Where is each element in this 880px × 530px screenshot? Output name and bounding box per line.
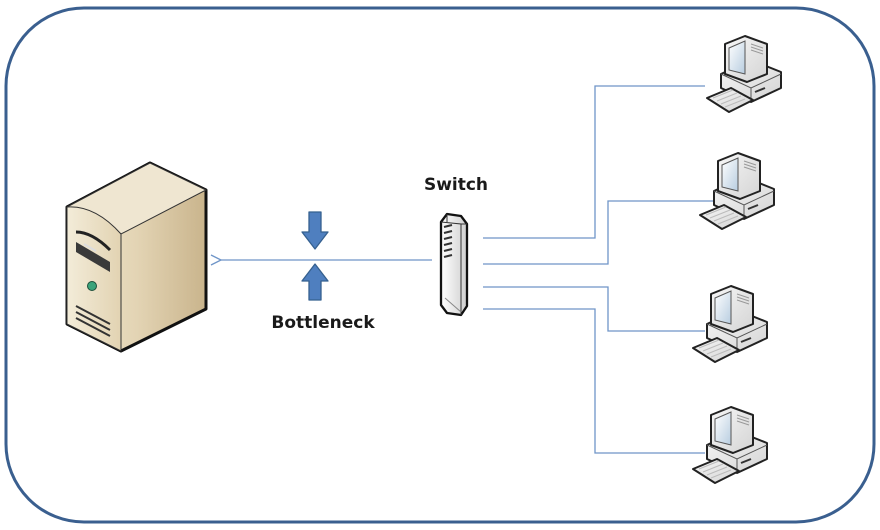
- client-1-icon: [707, 36, 781, 112]
- switch-label: Switch: [424, 175, 488, 195]
- link-client-1: [483, 86, 705, 238]
- client-links: [483, 86, 731, 453]
- bottleneck-indicator: [302, 212, 328, 300]
- client-2-icon: [700, 153, 774, 229]
- switch-icon: [441, 214, 467, 315]
- bottleneck-arrow-up-icon: [302, 264, 328, 300]
- link-client-2: [483, 201, 731, 264]
- client-4-icon: [693, 407, 767, 483]
- bottleneck-label: Bottleneck: [271, 313, 375, 333]
- client-3-icon: [693, 286, 767, 362]
- bottleneck-arrow-down-icon: [302, 212, 328, 249]
- server-icon: [67, 163, 206, 351]
